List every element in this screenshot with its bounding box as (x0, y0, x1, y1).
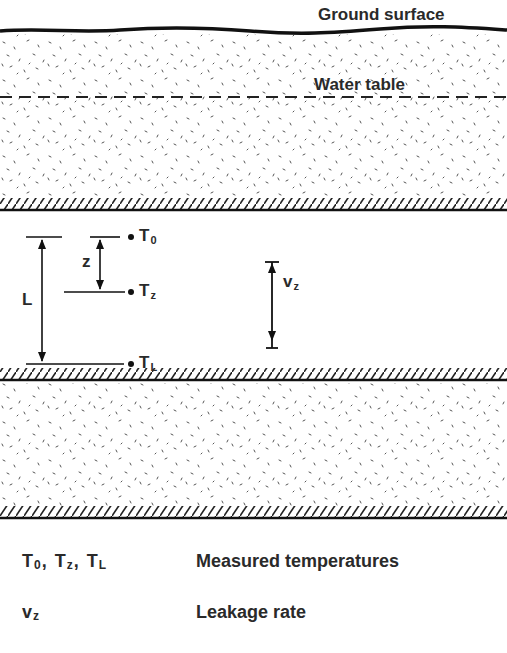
dimension-z (64, 237, 125, 292)
subscript: L (99, 559, 106, 572)
temperature-point (128, 361, 134, 367)
subscript: L (150, 361, 157, 373)
subscript: 0 (150, 234, 156, 246)
subscript: z (293, 280, 299, 292)
temperature-label: T (139, 282, 149, 301)
dimension-l (26, 237, 124, 364)
legend-symbol: v (22, 603, 32, 623)
layer-line (0, 209, 507, 212)
layer-line (0, 517, 507, 520)
water-table-line (0, 96, 507, 98)
hatch-band (0, 198, 507, 210)
arrowhead (268, 331, 276, 341)
layer-line (0, 379, 507, 382)
temperature-point (128, 289, 134, 295)
subscript: 0 (34, 559, 41, 572)
water-table-label: Water table (314, 76, 405, 95)
subscript: z (150, 289, 156, 301)
arrowhead (268, 263, 276, 273)
temperature-label: T (139, 354, 149, 373)
dimension-label: L (22, 291, 32, 310)
legend-text: Measured temperatures (196, 552, 399, 572)
separator: , (74, 552, 79, 572)
legend-symbol: T (55, 552, 66, 572)
dimension-label: z (82, 253, 91, 272)
temperature-point (128, 234, 134, 240)
arrowhead (96, 280, 104, 290)
temperature-label: T (139, 227, 149, 246)
arrowhead (96, 239, 104, 249)
separator: , (42, 552, 47, 572)
sand-stipple (0, 34, 507, 196)
ground-line (0, 27, 507, 33)
subscript: z (67, 559, 73, 572)
legend-symbol: T (87, 552, 98, 572)
sand-stipple (0, 383, 507, 506)
hatch-band (0, 506, 507, 518)
arrowhead (38, 352, 46, 362)
legend-text: Leakage rate (196, 603, 306, 623)
legend-symbol: T (22, 552, 33, 572)
hatch-band (0, 368, 507, 380)
subscript: z (33, 610, 39, 623)
arrowhead (38, 239, 46, 249)
leakage-symbol (265, 262, 279, 348)
leakage-label: v (283, 273, 292, 292)
surface-label: Ground surface (318, 6, 445, 25)
